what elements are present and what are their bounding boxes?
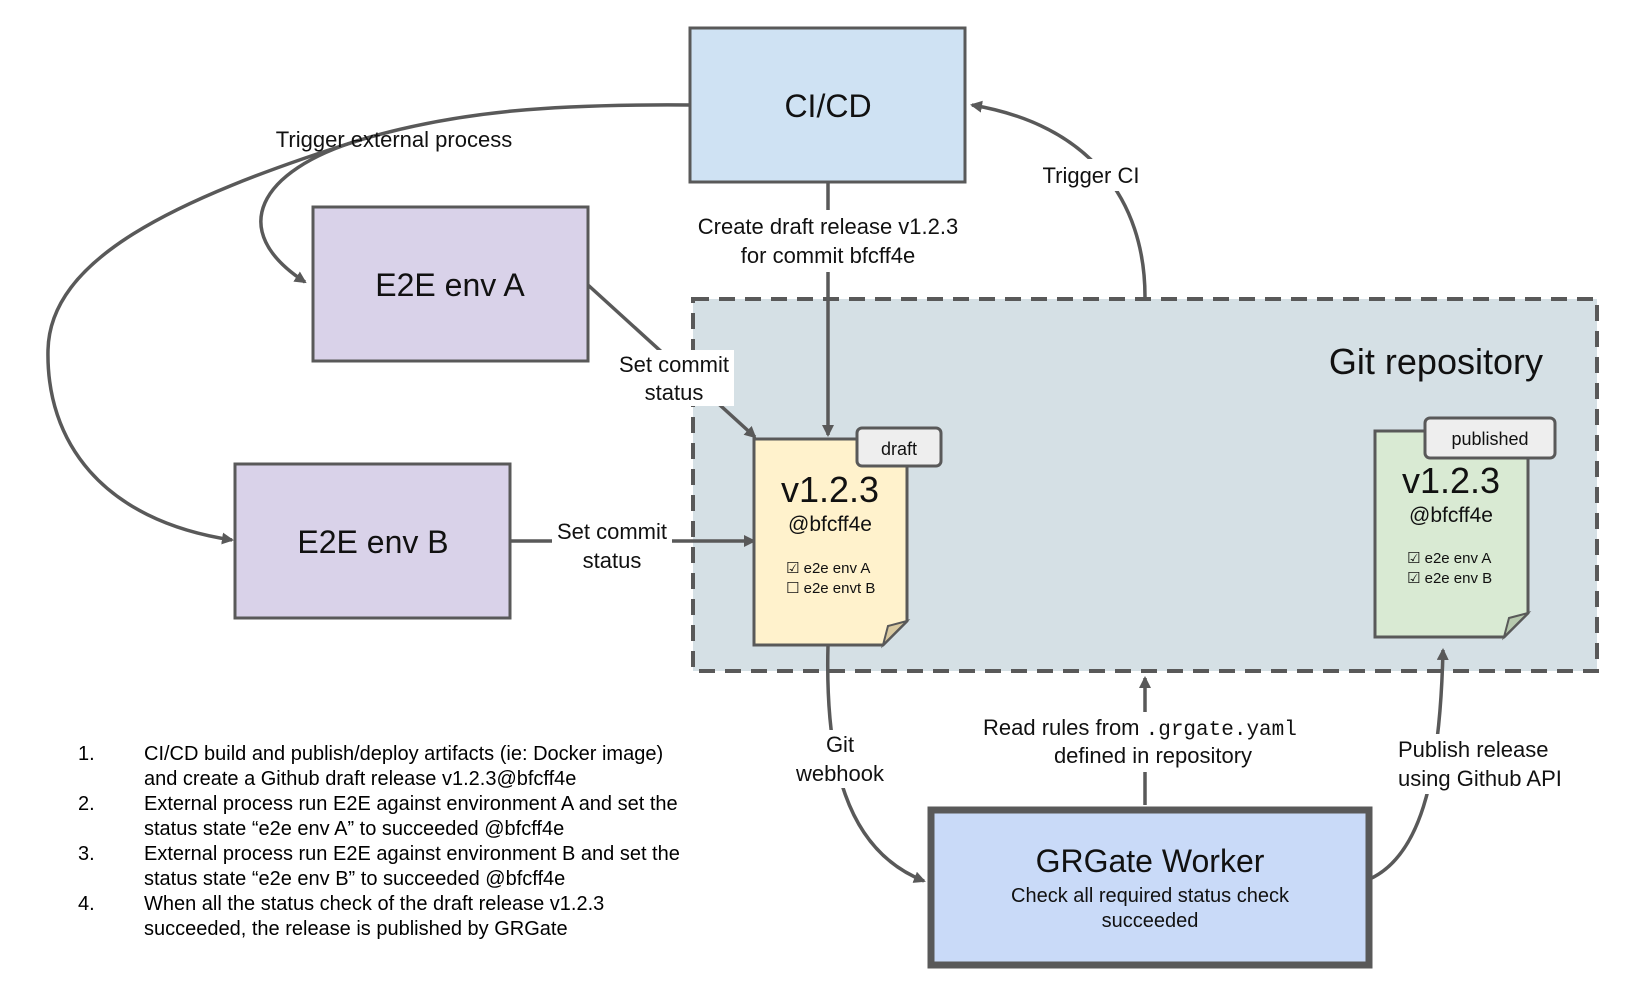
draft-version: v1.2.3	[781, 469, 879, 510]
step-line: status state “e2e env A” to succeeded @b…	[144, 818, 565, 840]
published-commit: @bfcff4e	[1409, 504, 1493, 527]
grgate-worker-subtitle-2: succeeded	[1102, 910, 1199, 932]
edge-label-create-draft-1: Create draft release v1.2.3	[698, 214, 958, 239]
step-text: External process run E2E against environ…	[144, 842, 738, 892]
edge-label-bg-create-draft	[686, 210, 972, 272]
step-text: When all the status check of the draft r…	[144, 892, 738, 942]
edge-label-read-rules-1: Read rules from .grgate.yaml	[983, 715, 1297, 742]
draft-release-doc[interactable]: draft v1.2.3 @bfcff4e ☑ e2e env A ☐ e2e …	[752, 426, 943, 649]
published-badge	[1423, 416, 1557, 460]
edge-label-create-draft-2: for commit bfcff4e	[741, 243, 915, 268]
step-line: status state “e2e env B” to succeeded @b…	[144, 868, 566, 890]
edge-label-read-rules-prefix: Read rules from	[983, 715, 1146, 740]
edge-label-trigger-external: Trigger external process	[276, 127, 512, 152]
step-line: CI/CD build and publish/deploy artifacts…	[144, 743, 664, 765]
draft-check-b: ☐ e2e envt B	[786, 580, 875, 597]
edge-worker-to-published	[1364, 648, 1449, 883]
e2e-env-a-label: E2E env A	[375, 267, 525, 303]
edge-label-set-status-b-2: status	[583, 548, 642, 573]
edge-label-publish-1: Publish release	[1398, 737, 1548, 762]
edge-label-bg-set-status-a	[614, 350, 734, 406]
step-line: and create a Github draft release v1.2.3…	[144, 768, 577, 790]
edge-label-bg-publish	[1393, 734, 1579, 794]
step-text: CI/CD build and publish/deploy artifacts…	[144, 742, 738, 792]
step-line: External process run E2E against environ…	[144, 793, 678, 815]
draft-badge	[855, 426, 943, 468]
step-item: 2. External process run E2E against envi…	[78, 792, 738, 842]
edge-cicd-to-e2e-a	[259, 103, 691, 284]
step-line: External process run E2E against environ…	[144, 843, 680, 865]
git-repository-label: Git repository	[1329, 341, 1543, 382]
draft-doc-fold	[881, 619, 911, 649]
draft-commit: @bfcff4e	[788, 513, 872, 536]
edge-label-bg-webhook	[790, 730, 890, 788]
edge-label-set-status-a-2: status	[645, 380, 704, 405]
published-check-a: ☑ e2e env A	[1407, 550, 1491, 567]
draft-check-a: ☑ e2e env A	[786, 560, 870, 577]
step-item: 1. CI/CD build and publish/deploy artifa…	[78, 742, 738, 792]
step-number: 4.	[78, 893, 95, 915]
edge-label-bg-set-status-b	[552, 517, 672, 573]
edge-repo-to-cicd	[970, 100, 1147, 298]
edge-label-publish-2: using Github API	[1398, 766, 1562, 791]
e2e-env-b-label: E2E env B	[297, 524, 448, 560]
edge-cicd-to-e2e-b	[46, 138, 361, 545]
step-number: 1.	[78, 743, 95, 765]
edge-label-bg-trigger-ci	[1034, 159, 1150, 191]
e2e-env-a-box[interactable]	[311, 205, 590, 363]
grgate-worker-subtitle-1: Check all required status check	[1011, 885, 1290, 907]
edge-label-read-rules-2: defined in repository	[1054, 743, 1252, 768]
edge-label-set-status-a-1: Set commit	[619, 352, 729, 377]
edge-label-bg-read-rules	[980, 712, 1332, 772]
grgate-worker-title: GRGate Worker	[1036, 843, 1265, 879]
steps-list: 1. CI/CD build and publish/deploy artifa…	[78, 742, 738, 942]
step-text: External process run E2E against environ…	[144, 792, 738, 842]
edge-label-webhook-2: webhook	[795, 761, 885, 786]
draft-badge-label: draft	[881, 439, 917, 459]
edge-label-webhook-1: Git	[826, 732, 854, 757]
published-check-b: ☑ e2e env B	[1407, 570, 1492, 587]
grgate-worker-box[interactable]	[927, 806, 1373, 969]
published-release-doc[interactable]: published v1.2.3 @bfcff4e ☑ e2e env A ☑ …	[1373, 416, 1557, 641]
published-badge-label: published	[1451, 429, 1528, 449]
edge-label-trigger-ci: Trigger CI	[1043, 163, 1140, 188]
step-number: 2.	[78, 793, 95, 815]
step-line: When all the status check of the draft r…	[144, 893, 605, 915]
step-item: 3. External process run E2E against envi…	[78, 842, 738, 892]
step-number: 3.	[78, 843, 95, 865]
edge-label-set-status-b-1: Set commit	[557, 519, 667, 544]
edge-label-read-rules-file: .grgate.yaml	[1146, 719, 1297, 742]
step-item: 4. When all the status check of the draf…	[78, 892, 738, 942]
step-line: succeeded, the release is published by G…	[144, 918, 568, 940]
published-version: v1.2.3	[1402, 460, 1500, 501]
edge-draft-to-worker	[825, 644, 926, 883]
e2e-env-b-box[interactable]	[233, 462, 512, 620]
cicd-label: CI/CD	[784, 88, 871, 124]
published-doc-fold	[1502, 611, 1532, 641]
